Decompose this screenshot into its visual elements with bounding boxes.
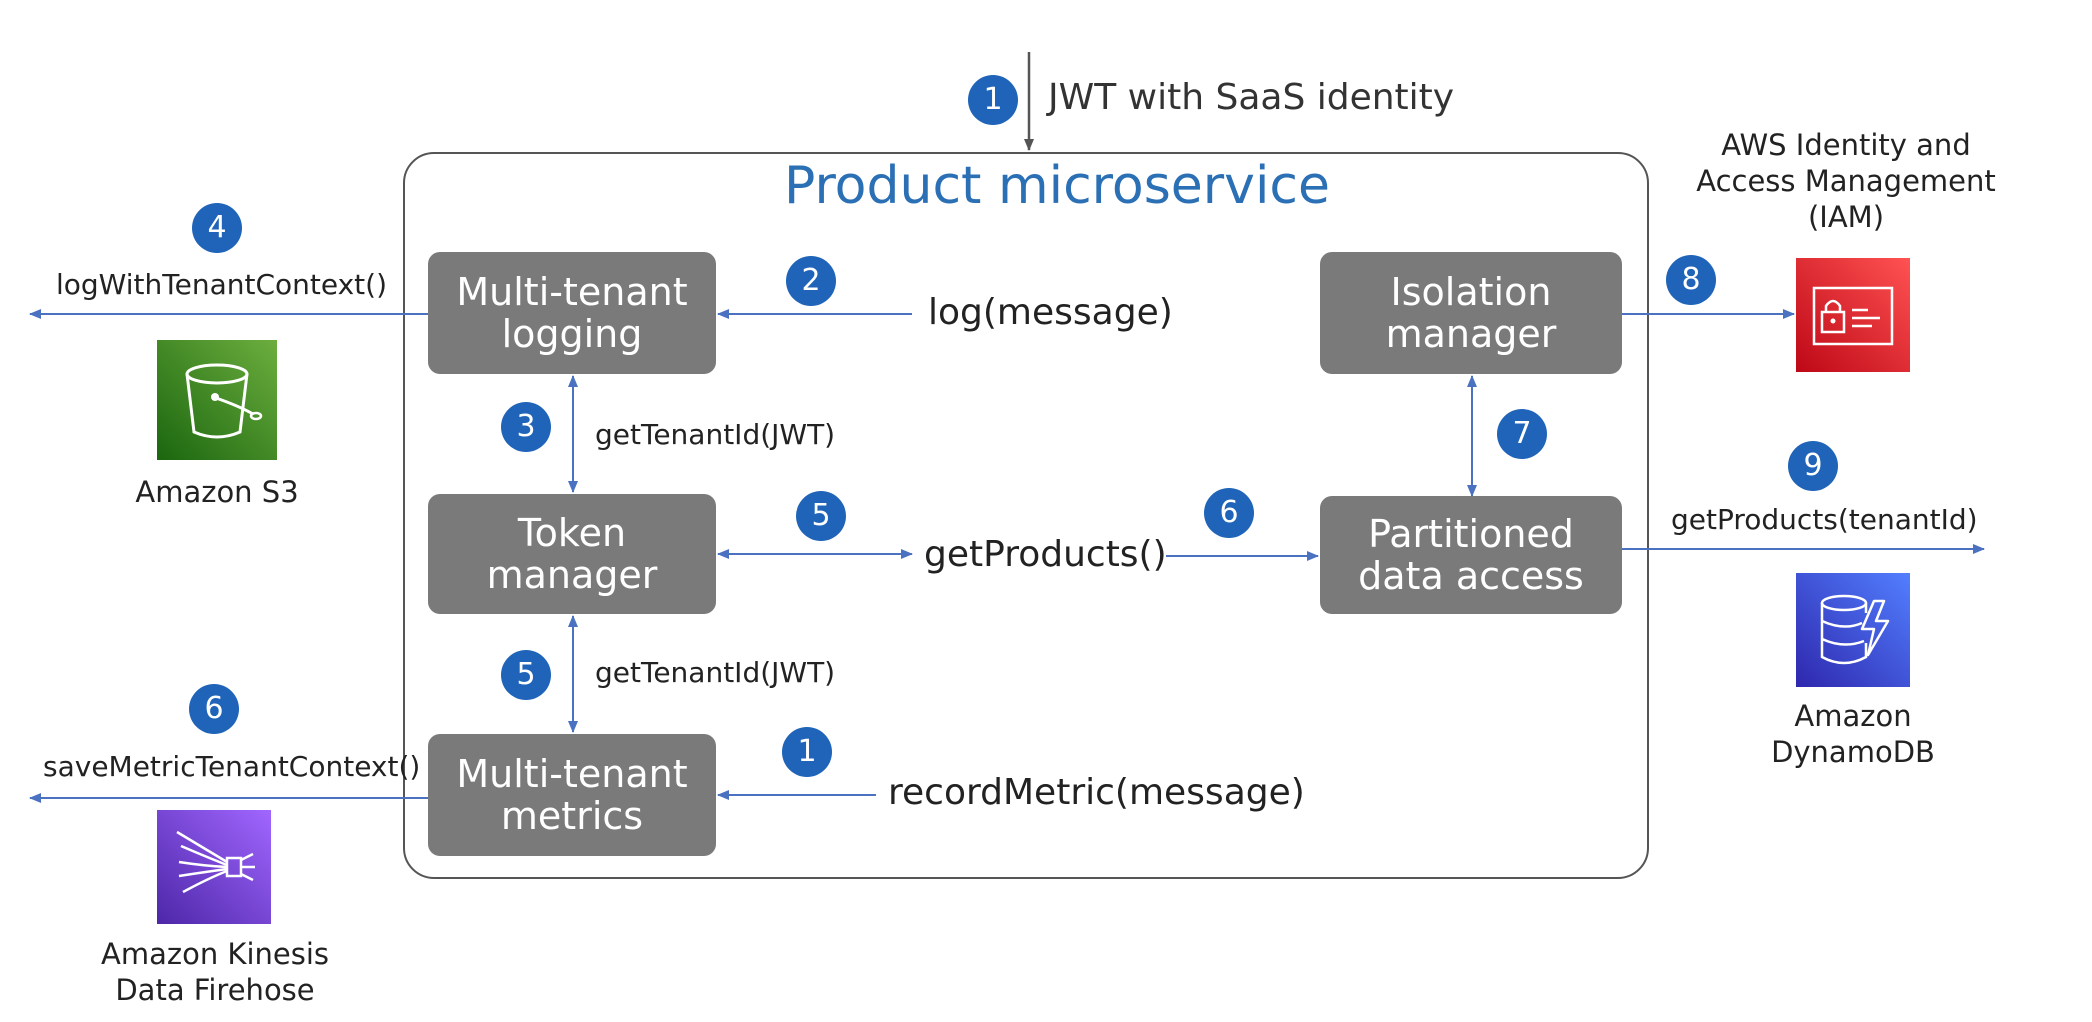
- get-tenant-id-label-1: getTenantId(JWT): [595, 418, 836, 451]
- entry-label: JWT with SaaS identity: [1048, 77, 1455, 118]
- badge-dynamo: 9: [1788, 441, 1838, 491]
- badge-metrics-out: 6: [189, 684, 239, 734]
- iam-label: AWS Identity and Access Management (IAM): [1696, 128, 1996, 234]
- multi-tenant-metrics-box: Multi-tenant metrics: [428, 734, 716, 856]
- badge-log-out: 4: [192, 203, 242, 253]
- dynamodb-icon: [1796, 573, 1910, 687]
- kinesis-firehose-icon: [157, 810, 271, 924]
- record-metric-label: recordMetric(message): [888, 772, 1305, 813]
- iam-icon: [1796, 258, 1910, 372]
- multi-tenant-logging-box: Multi-tenant logging: [428, 252, 716, 374]
- badge-iam: 8: [1666, 255, 1716, 305]
- log-with-tenant-label: logWithTenantContext(): [56, 268, 387, 301]
- get-products-label: getProducts(): [924, 534, 1167, 575]
- microservice-container: [403, 152, 1649, 879]
- kinesis-firehose-label: Amazon Kinesis Data Firehose: [101, 937, 329, 1007]
- diagram-title: Product microservice: [784, 156, 1330, 216]
- badge-tenant-id: 3: [501, 402, 551, 452]
- isolation-manager-box: Isolation manager: [1320, 252, 1622, 374]
- badge-entry: 1: [968, 75, 1018, 125]
- badge-log: 2: [786, 256, 836, 306]
- save-metric-label: saveMetricTenantContext(): [43, 750, 421, 783]
- token-manager-box: Token manager: [428, 494, 716, 614]
- badge-record-metric: 1: [782, 727, 832, 777]
- partitioned-data-access-box: Partitioned data access: [1320, 496, 1622, 614]
- amazon-s3-label: Amazon S3: [135, 475, 299, 509]
- get-products-tenant-label: getProducts(tenantId): [1671, 503, 1978, 536]
- badge-products-partition: 6: [1204, 488, 1254, 538]
- amazon-s3-icon: [157, 340, 277, 460]
- log-message-label: log(message): [928, 292, 1173, 333]
- badge-token-products: 5: [796, 491, 846, 541]
- badge-token-metrics: 5: [501, 650, 551, 700]
- dynamodb-label: Amazon DynamoDB: [1771, 699, 1935, 769]
- badge-isolation-partition: 7: [1497, 409, 1547, 459]
- get-tenant-id-label-2: getTenantId(JWT): [595, 656, 836, 689]
